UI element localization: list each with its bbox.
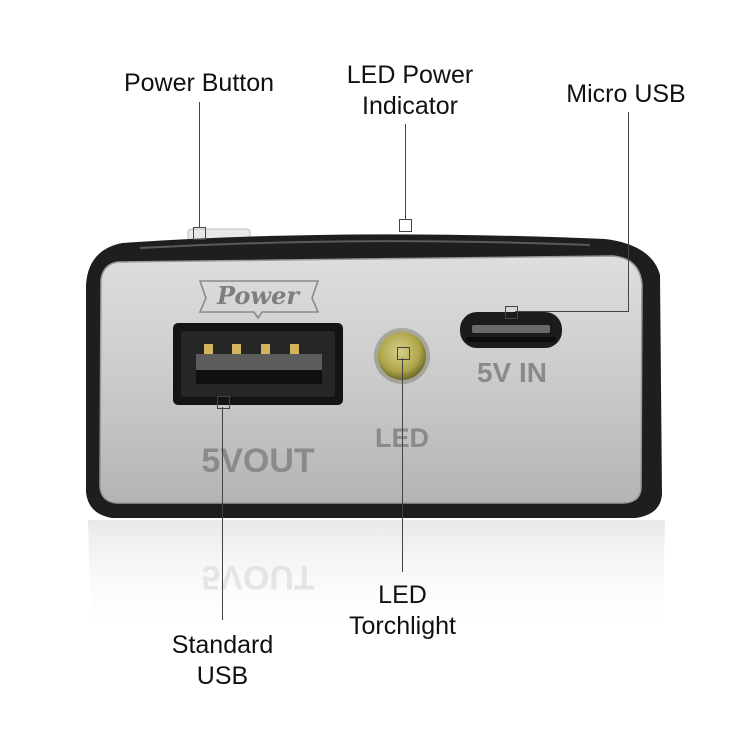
callout-standard-usb: Standard USB [155, 630, 290, 692]
callout-led-power-indicator-line1: LED Power [346, 61, 474, 89]
micro-usb-port[interactable] [460, 312, 562, 348]
callout-led-power-indicator: LED Power Indicator [325, 60, 495, 122]
callout-micro-usb: Micro USB [566, 80, 686, 108]
marker-standard-usb [217, 396, 230, 409]
leader-standard-usb [222, 407, 223, 620]
leader-led-torchlight [402, 358, 403, 572]
callout-led-torchlight: LED Torchlight [330, 580, 475, 642]
usb-in-label: 5V IN [477, 357, 547, 388]
callout-standard-usb-line1: Standard [171, 631, 274, 659]
brand-logo: Power [216, 281, 301, 310]
led-torch [374, 328, 430, 384]
leader-led-power-indicator [405, 124, 406, 220]
reflection-text: 5VOUT [201, 558, 315, 596]
callout-standard-usb-line2: USB [196, 662, 249, 690]
leader-micro-usb-horizontal [515, 311, 629, 312]
usb-a-port[interactable] [173, 323, 343, 405]
brand-logo-ribbon [198, 280, 320, 320]
marker-led-power-indicator [399, 219, 412, 232]
callout-led-torchlight-line1: LED [378, 581, 427, 609]
usb-out-label: 5VOUT [201, 442, 315, 480]
callout-led-power-indicator-line2: Indicator [362, 92, 458, 120]
marker-power-button [193, 227, 206, 240]
device-reflection [88, 520, 665, 640]
marker-micro-usb [505, 306, 518, 319]
leader-micro-usb-vertical [628, 112, 629, 312]
callout-led-torchlight-line2: Torchlight [349, 612, 456, 640]
marker-led-torchlight [397, 347, 410, 360]
casing-highlight [139, 240, 591, 249]
leader-power-button [199, 102, 200, 228]
callout-power-button: Power Button [123, 69, 275, 97]
